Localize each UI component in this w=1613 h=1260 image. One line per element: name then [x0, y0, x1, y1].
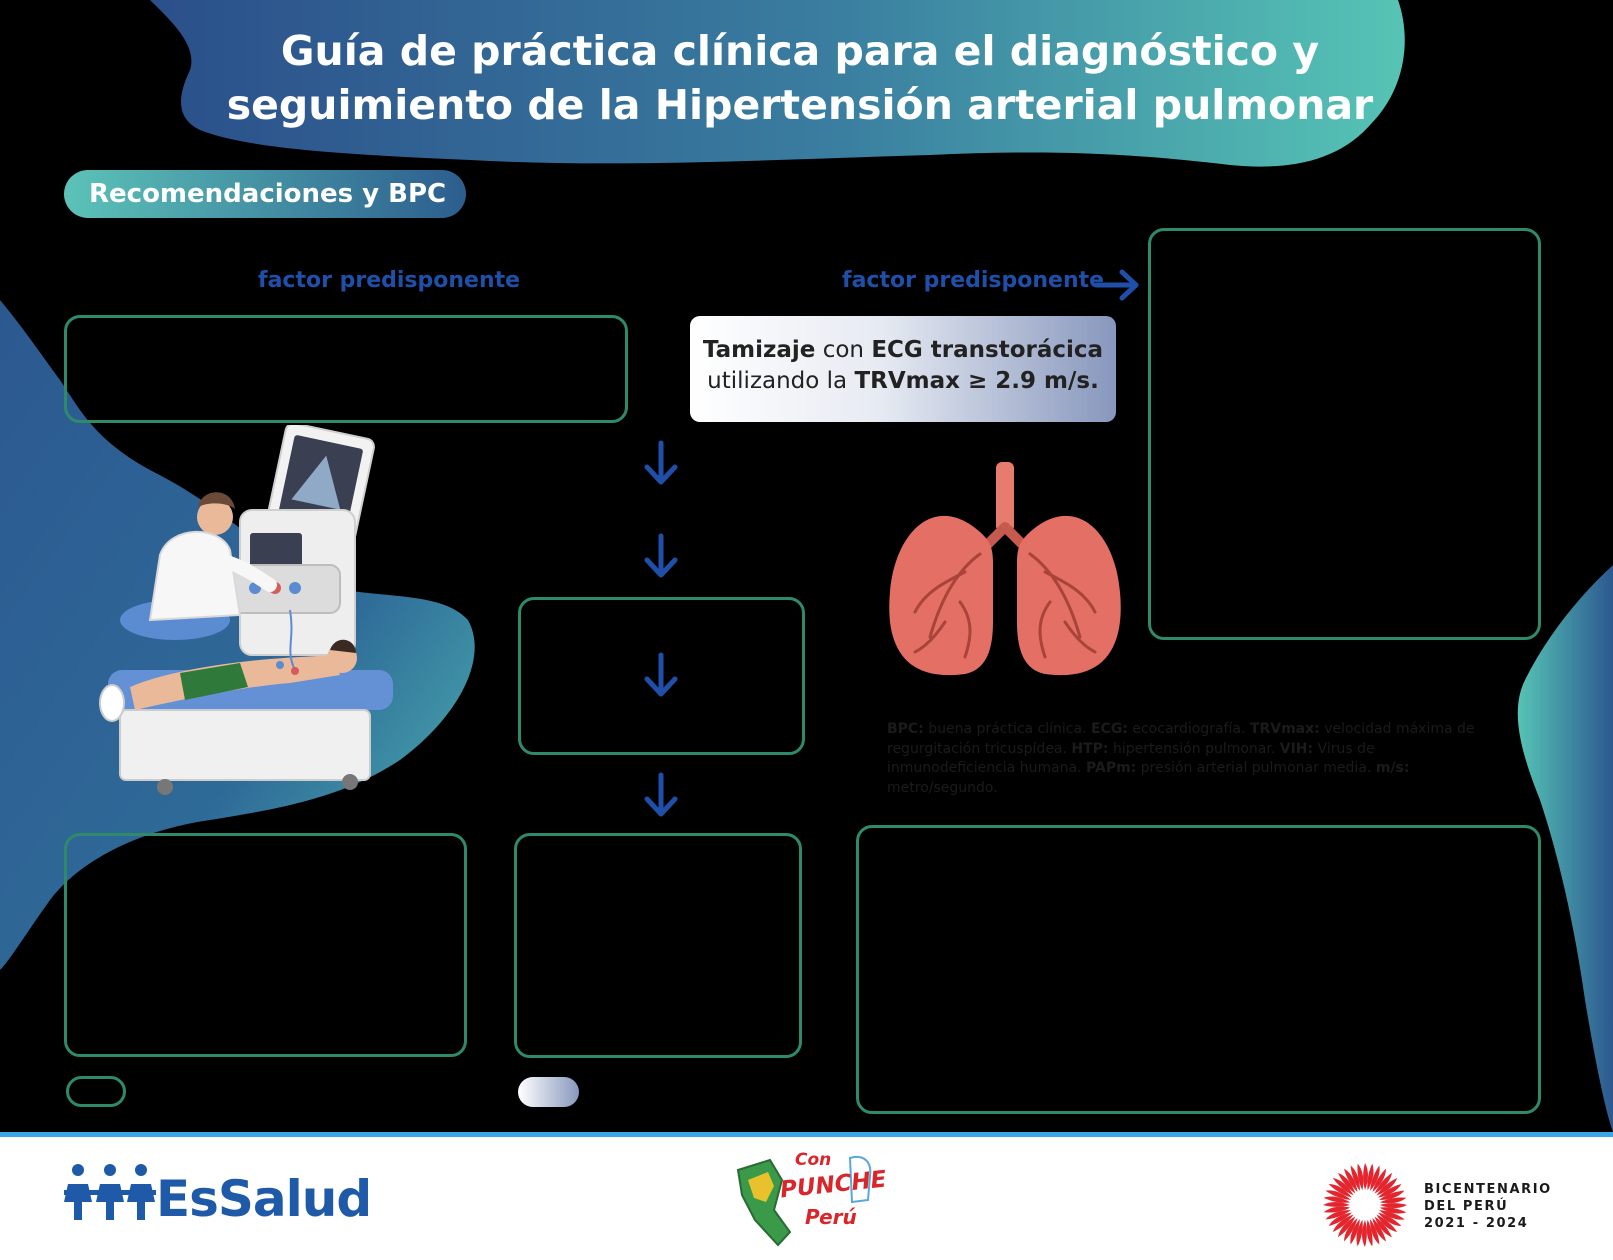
seal-ray: [1379, 1207, 1407, 1214]
seal-ray: [1356, 1219, 1363, 1247]
tamizaje-box: Tamizaje con ECG transtorácica utilizand…: [690, 316, 1116, 422]
seal-ray: [1344, 1217, 1358, 1242]
seal-ray: [1344, 1168, 1358, 1193]
seal-ray: [1362, 1220, 1367, 1247]
box-bottom-right: [856, 825, 1541, 1114]
punche-peru-text: Perú: [805, 1205, 857, 1229]
seal-ray: [1372, 1217, 1386, 1242]
box-bottom-left: [64, 833, 467, 1057]
seal-ray: [1338, 1172, 1356, 1194]
seal-ray: [1380, 1203, 1407, 1208]
seal-ray: [1366, 1219, 1373, 1247]
legend-pill-filled: [518, 1077, 579, 1107]
seal-ray: [1370, 1165, 1380, 1191]
seal-ray: [1323, 1196, 1351, 1203]
lungs-illustration: [889, 462, 1121, 676]
bicentenario-text: BICENTENARIO DEL PERÚ 2021 - 2024: [1424, 1182, 1552, 1231]
seal-ray: [1350, 1165, 1360, 1191]
seal-ray: [1367, 1163, 1374, 1191]
con-punche-peru-logo: [736, 1156, 872, 1247]
legend-pill-outline: [66, 1076, 126, 1107]
seal-ray: [1370, 1219, 1380, 1245]
seal-ray: [1377, 1184, 1402, 1198]
seal-ray: [1363, 1163, 1368, 1190]
box-middle: [518, 597, 805, 755]
section-label: Recomendaciones y BPC: [64, 170, 466, 218]
ultrasound-illustration: [99, 425, 393, 795]
punche-con-text: Con: [795, 1150, 832, 1170]
seal-ray: [1379, 1197, 1407, 1204]
right-wave: [1517, 565, 1613, 1132]
seal-ray: [1323, 1202, 1350, 1207]
page-title: Guía de práctica clínica para el diagnós…: [180, 24, 1420, 132]
seal-ray: [1376, 1178, 1398, 1196]
title-line-1: Guía de práctica clínica para el diagnós…: [280, 27, 1320, 75]
seal-ray: [1323, 1206, 1351, 1213]
tamizaje-line-2: utilizando la TRVmax ≥ 2.9 m/s.: [707, 368, 1099, 394]
seal-ray: [1374, 1216, 1392, 1238]
arrow-down-icon: [644, 533, 678, 578]
arrow-down-icon: [644, 652, 678, 697]
essalud-logo-icon: [64, 1164, 156, 1220]
box-bottom-middle: [514, 833, 802, 1058]
seal-ray: [1379, 1210, 1405, 1220]
seal-ray: [1376, 1214, 1398, 1232]
seal-ray: [1374, 1172, 1392, 1194]
arrow-right-icon: [1094, 269, 1139, 301]
seal-ray: [1338, 1216, 1356, 1238]
seal-ray: [1379, 1190, 1405, 1200]
arrow-down-icon: [644, 440, 678, 485]
seal-ray: [1325, 1190, 1351, 1200]
title-line-2: seguimiento de la Hipertensión arterial …: [226, 81, 1374, 129]
tamizaje-line-1: Tamizaje con ECG transtorácica: [702, 337, 1104, 363]
seal-ray: [1328, 1184, 1353, 1198]
box-top-left: [64, 315, 628, 423]
seal-ray: [1332, 1214, 1354, 1232]
seal-ray: [1350, 1219, 1360, 1245]
seal-ray: [1357, 1163, 1364, 1191]
factor-label-left: factor predisponente: [258, 268, 521, 293]
abbreviations-note: BPC: buena práctica clínica. ECG: ecocar…: [887, 721, 1475, 796]
seal-ray: [1377, 1212, 1402, 1226]
factor-label-right: factor predisponente: [842, 268, 1105, 293]
footer-divider: [0, 1132, 1613, 1137]
essalud-logo-text: EsSalud: [156, 1170, 372, 1228]
bicentenario-seal-icon: [1323, 1163, 1407, 1247]
seal-ray: [1328, 1212, 1353, 1226]
arrow-down-icon: [644, 772, 678, 817]
header-wave: [150, 0, 1405, 167]
seal-ray: [1325, 1210, 1351, 1220]
box-top-right: [1148, 228, 1541, 640]
seal-ray: [1332, 1178, 1354, 1196]
seal-ray: [1372, 1168, 1386, 1193]
left-wave: [0, 300, 475, 970]
